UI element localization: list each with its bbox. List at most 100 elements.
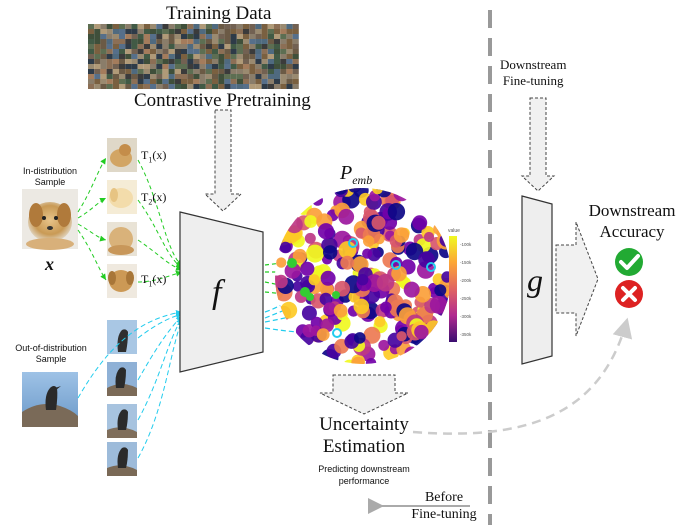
mosaic-tile bbox=[218, 39, 225, 44]
mosaic-tile bbox=[119, 74, 126, 79]
mosaic-tile bbox=[119, 39, 126, 44]
p-emb-label: Pemb bbox=[340, 162, 372, 188]
mosaic-tile bbox=[137, 74, 144, 79]
mosaic-tile bbox=[267, 49, 274, 54]
mosaic-tile bbox=[224, 39, 231, 44]
mosaic-tile bbox=[88, 34, 95, 39]
mosaic-tile bbox=[125, 54, 132, 59]
mosaic-tile bbox=[267, 79, 274, 84]
mosaic-tile bbox=[212, 49, 219, 54]
in-dist-input-arrows bbox=[77, 157, 107, 281]
mosaic-tile bbox=[286, 24, 293, 29]
mosaic-tile bbox=[292, 54, 299, 59]
mosaic-tile bbox=[230, 54, 237, 59]
mosaic-tile bbox=[156, 44, 163, 49]
embedding-scatter bbox=[275, 188, 451, 364]
mosaic-tile bbox=[181, 84, 188, 89]
predicting-line1: Predicting downstream bbox=[318, 464, 410, 474]
mosaic-tile bbox=[224, 24, 231, 29]
downstream-finetuning-line1: Downstream bbox=[500, 57, 567, 72]
mosaic-tile bbox=[162, 69, 169, 74]
mosaic-tile bbox=[292, 74, 299, 79]
mosaic-tile bbox=[212, 64, 219, 69]
mosaic-tile bbox=[137, 54, 144, 59]
mosaic-tile bbox=[187, 29, 194, 34]
mosaic-tile bbox=[267, 44, 274, 49]
downstream-finetuning-label: Downstream Fine-tuning bbox=[500, 57, 566, 89]
mosaic-tile bbox=[131, 74, 138, 79]
embedding-point bbox=[387, 203, 406, 221]
mosaic-tile bbox=[156, 29, 163, 34]
mosaic-tile bbox=[125, 44, 132, 49]
mosaic-tile bbox=[143, 39, 150, 44]
embedding-point bbox=[279, 241, 292, 253]
predicting-performance-label: Predicting downstream performance bbox=[300, 463, 428, 487]
mosaic-tile bbox=[199, 74, 206, 79]
mosaic-tile bbox=[187, 64, 194, 69]
mosaic-tile bbox=[261, 44, 268, 49]
mosaic-tile bbox=[286, 69, 293, 74]
augment-thumb-bird-1 bbox=[107, 320, 137, 354]
mosaic-tile bbox=[106, 49, 113, 54]
mosaic-tile bbox=[249, 29, 256, 34]
mosaic-tile bbox=[181, 39, 188, 44]
mosaic-tile bbox=[137, 59, 144, 64]
embedding-point bbox=[356, 274, 369, 286]
embedding-in-dist-points bbox=[287, 258, 340, 301]
mosaic-tile bbox=[88, 49, 95, 54]
mosaic-tile bbox=[255, 24, 262, 29]
mosaic-tile bbox=[205, 84, 212, 89]
mosaic-tile bbox=[94, 74, 101, 79]
mosaic-tile bbox=[255, 49, 262, 54]
mosaic-tile bbox=[230, 29, 237, 34]
mosaic-tile bbox=[112, 69, 119, 74]
mosaic-tile bbox=[236, 24, 243, 29]
mosaic-tile bbox=[150, 39, 157, 44]
mosaic-tile bbox=[88, 24, 95, 29]
mosaic-tile bbox=[292, 59, 299, 64]
predicting-line2: performance bbox=[338, 476, 390, 486]
mosaic-tile bbox=[112, 59, 119, 64]
mosaic-tile bbox=[193, 44, 200, 49]
mosaic-tile bbox=[280, 39, 287, 44]
mosaic-tile bbox=[236, 34, 243, 39]
mosaic-tile bbox=[243, 24, 250, 29]
embedding-point bbox=[320, 270, 336, 286]
mosaic-tile bbox=[193, 29, 200, 34]
mosaic-tile bbox=[106, 74, 113, 79]
embedding-point bbox=[308, 274, 320, 286]
mosaic-tile bbox=[249, 49, 256, 54]
mosaic-tile bbox=[174, 79, 181, 84]
mosaic-tile bbox=[212, 74, 219, 79]
embedding-point bbox=[353, 298, 370, 315]
mosaic-tile bbox=[224, 84, 231, 89]
mosaic-tile bbox=[106, 59, 113, 64]
embedding-point bbox=[338, 241, 357, 259]
mosaic-tile bbox=[187, 24, 194, 29]
mosaic-tile bbox=[267, 34, 274, 39]
contrastive-pretraining-label: Contrastive Pretraining bbox=[134, 90, 311, 111]
mosaic-tile bbox=[150, 74, 157, 79]
embedding-point bbox=[285, 216, 303, 234]
mosaic-tile bbox=[143, 24, 150, 29]
mosaic-tile bbox=[156, 34, 163, 39]
mosaic-tile bbox=[224, 69, 231, 74]
mosaic-tile bbox=[286, 64, 293, 69]
mosaic-tile bbox=[181, 79, 188, 84]
mosaic-tile bbox=[261, 69, 268, 74]
mosaic-tile bbox=[100, 64, 107, 69]
mosaic-tile bbox=[150, 24, 157, 29]
mosaic-tile bbox=[119, 34, 126, 39]
mosaic-tile bbox=[255, 54, 262, 59]
mosaic-tile bbox=[150, 79, 157, 84]
embedding-point bbox=[320, 282, 334, 297]
embedding-point bbox=[300, 261, 315, 276]
mosaic-tile bbox=[199, 44, 206, 49]
mosaic-tile bbox=[286, 54, 293, 59]
mosaic-tile bbox=[131, 24, 138, 29]
mosaic-tile bbox=[274, 74, 281, 79]
mosaic-tile bbox=[292, 39, 299, 44]
embedding-point bbox=[323, 302, 337, 316]
mosaic-tile bbox=[94, 34, 101, 39]
